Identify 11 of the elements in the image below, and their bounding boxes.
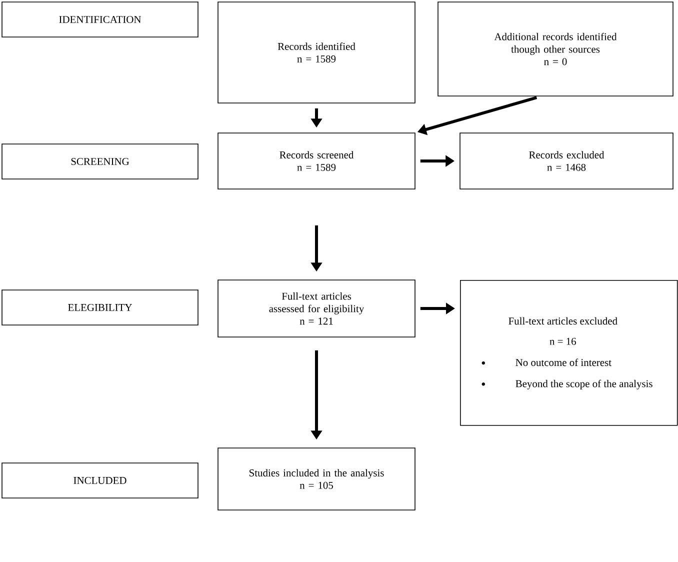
- process-box: Records identified n = 1589: [218, 2, 416, 104]
- stage-box: SCREENING: [2, 144, 198, 180]
- process-box: Studies included in the analysis n = 105: [218, 448, 416, 510]
- process-box: Records screened n = 1589: [218, 132, 416, 190]
- stage-box: INCLUDED: [2, 462, 198, 498]
- process-box: Records excluded n = 1468: [460, 132, 674, 190]
- exclusion-box: Full-text articles excluded n = 16 No outcome of interest Beyond the scope of the analysis: [460, 280, 678, 426]
- process-box: Full-text articles assessed for eligibility n = 121: [218, 280, 416, 338]
- stage-box: IDENTIFICATION: [2, 2, 198, 38]
- stage-box: ELEGIBILITY: [2, 290, 198, 326]
- process-box: Additional records identified though other sources n = 0: [438, 2, 674, 96]
